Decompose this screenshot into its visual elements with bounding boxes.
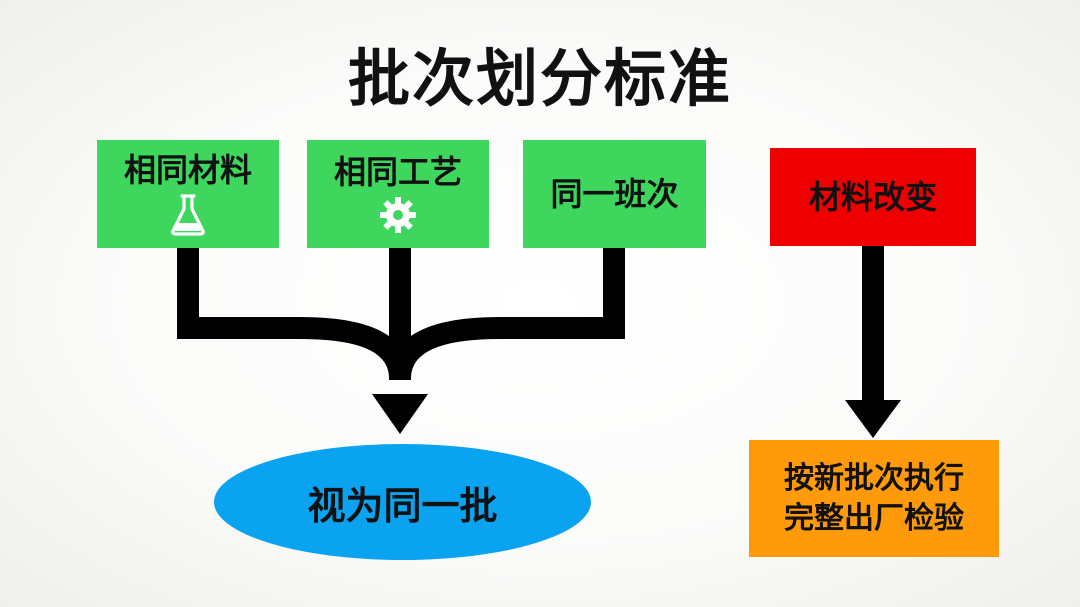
diagram-title: 批次划分标准	[347, 42, 732, 115]
arrowhead-to-result	[372, 394, 428, 434]
criteria-label: 相同工艺	[333, 153, 462, 191]
trigger-label: 材料改变	[808, 178, 937, 216]
action-box-new-batch: 按新批次执行 完整出厂检验	[749, 440, 999, 557]
criteria-label: 同一班次	[550, 175, 679, 213]
criteria-box-same-material: 相同材料	[97, 140, 279, 248]
criteria-label: 相同材料	[123, 151, 252, 189]
criteria-box-same-shift: 同一班次	[523, 140, 706, 248]
action-line-1: 按新批次执行	[784, 460, 964, 496]
flask-icon	[171, 194, 205, 236]
arrowhead-to-action	[845, 400, 901, 438]
trigger-box-material-change: 材料改变	[770, 148, 976, 246]
connector-from-material	[177, 248, 411, 379]
connector-from-shift	[389, 248, 625, 379]
criteria-box-same-process: 相同工艺	[307, 140, 489, 248]
result-label: 视为同一批	[307, 483, 498, 528]
action-line-2: 完整出厂检验	[784, 500, 964, 536]
gear-icon	[380, 197, 416, 233]
result-ellipse: 视为同一批	[214, 444, 591, 560]
